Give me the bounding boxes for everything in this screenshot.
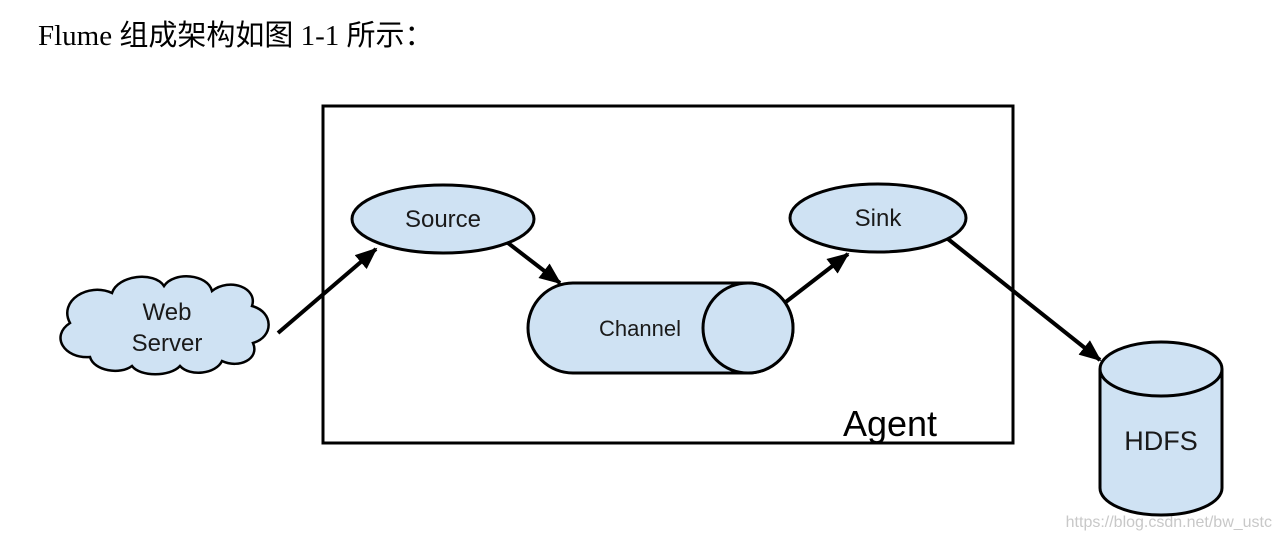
sink-label: Sink <box>855 205 903 232</box>
hdfs-cylinder-body <box>1098 369 1224 517</box>
sink-node: Sink <box>788 182 968 254</box>
web-server-node: Web Server <box>59 275 270 376</box>
source-node: Source <box>350 183 536 255</box>
sink-ellipse <box>788 182 968 254</box>
hdfs-node: HDFS <box>1098 340 1224 517</box>
agent-boundary-box <box>321 104 1015 445</box>
cloud-shape <box>59 275 270 376</box>
edge-sink-to-hdfs-arrow <box>946 237 1102 362</box>
channel-label: Channel <box>599 316 681 341</box>
edge-webserver-to-source-arrow <box>276 247 378 335</box>
web-server-label-line2: Server <box>132 330 203 357</box>
source-ellipse <box>350 183 536 255</box>
hdfs-cylinder-top <box>1098 340 1224 398</box>
watermark-text: https://blog.csdn.net/bw_ustc <box>1066 514 1272 531</box>
source-label: Source <box>405 206 481 233</box>
hdfs-label: HDFS <box>1124 426 1198 456</box>
agent-label: Agent <box>843 403 937 444</box>
web-server-label-line1: Web <box>143 299 192 326</box>
channel-end-cap <box>701 281 795 375</box>
edge-source-to-channel-arrow <box>506 241 562 285</box>
caption-text: Flume 组成架构如图 1-1 所示： <box>38 20 434 52</box>
channel-node: Channel <box>526 281 795 375</box>
